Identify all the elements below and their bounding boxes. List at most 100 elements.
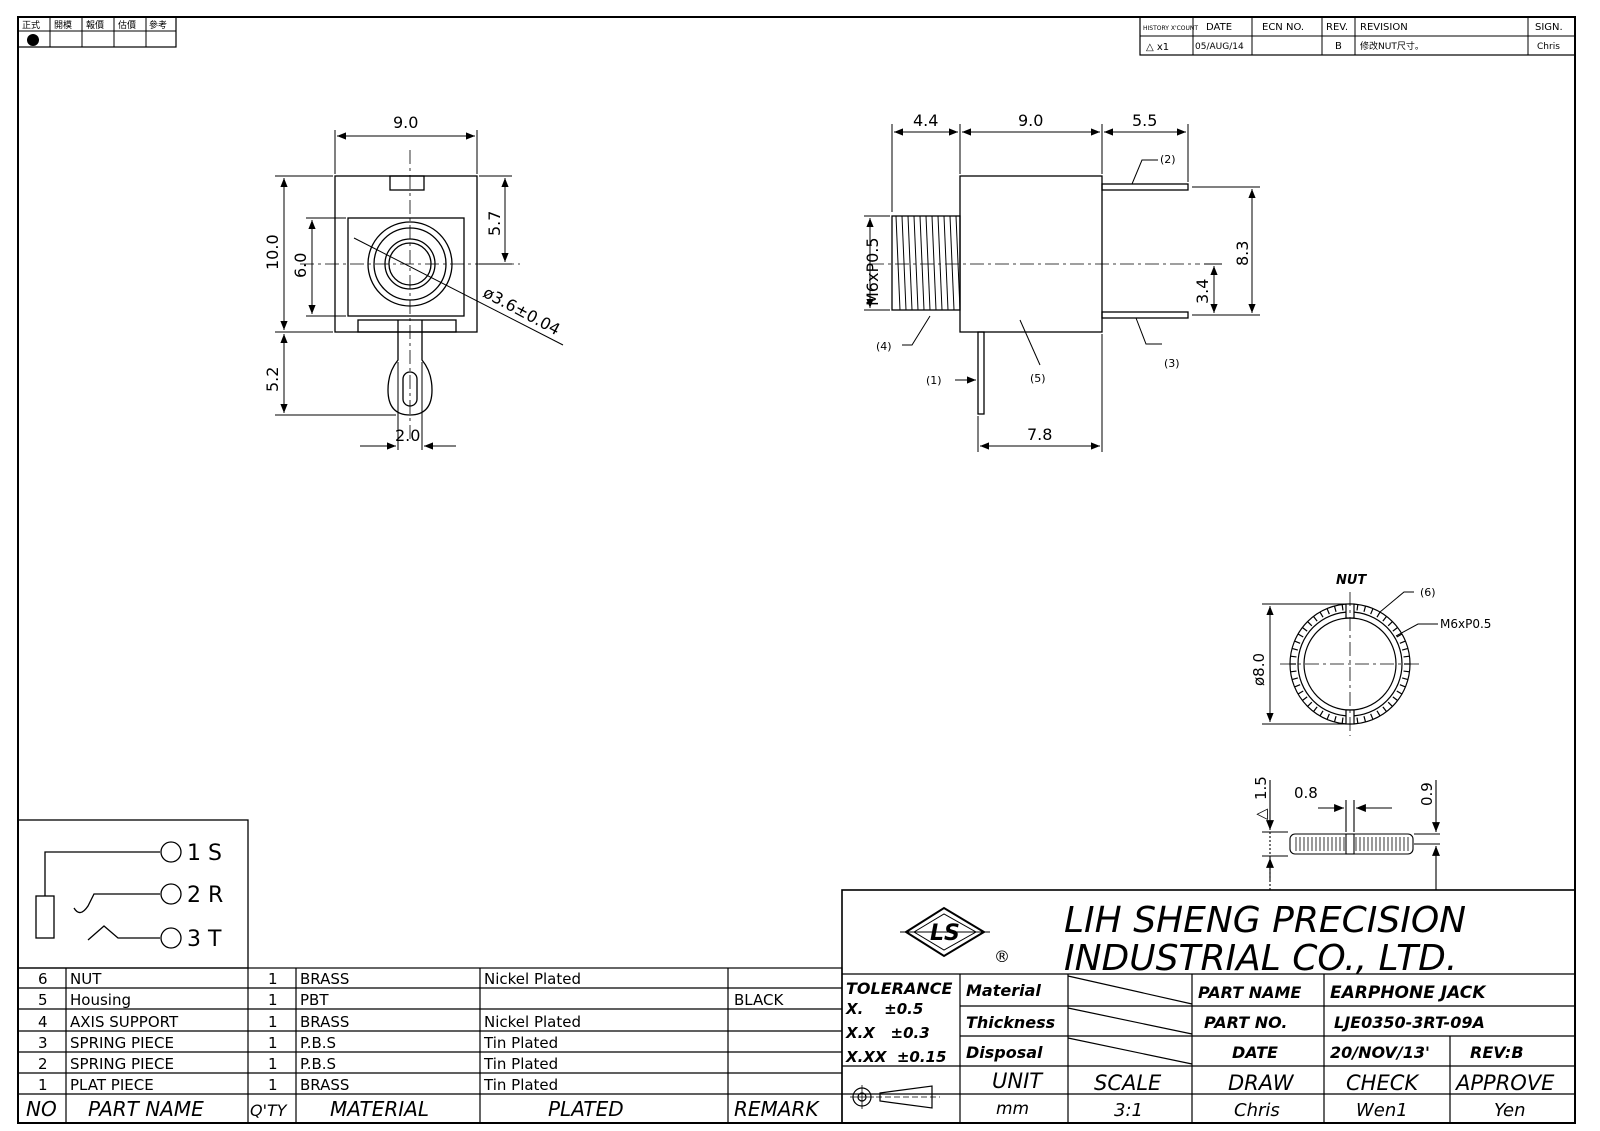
part-name-value: EARPHONE JACK [1330,983,1487,1003]
bom-cell-no: 3 [38,1034,48,1052]
draw-value: Chris [1234,1100,1280,1121]
front-width-dim: 9.0 [393,113,418,132]
bom-cell-remark: BLACK [734,991,784,1009]
thread-line [907,215,913,311]
knurl-tooth [1376,611,1381,618]
front-inner-dim: 6.0 [291,253,310,278]
thread-line [931,215,937,311]
bom-cell-qty: 1 [268,970,278,988]
pin-label-3: 3 T [187,927,222,952]
logo-text: LS [930,921,960,946]
tolerance-xx: X.X ±0.3 [845,1024,930,1042]
knurl-tooth [1382,616,1388,622]
rev-header-sign: SIGN. [1535,22,1563,33]
bom-header-name: PART NAME [88,1097,204,1121]
bom-cell-qty: 1 [268,1055,278,1073]
bom-cell-material: PBT [300,991,329,1009]
front-offset-dim: 5.7 [485,211,504,236]
bom-header-remark: REMARK [734,1097,820,1121]
part-no-label: PART NO. [1204,1013,1287,1032]
tolerance-label: TOLERANCE [846,979,952,998]
side-pin-span-dim: 8.3 [1233,241,1252,266]
knurl-tooth [1356,604,1359,611]
knurl-tooth [1290,670,1297,673]
callout-5: (5) [1030,372,1046,385]
rev-row-sign: Chris [1537,42,1560,52]
material-label: Material [966,981,1041,1000]
front-view [300,150,564,440]
bom-cell-name: SPRING PIECE [70,1034,174,1052]
nut-thick-dim: 1.5 [1252,776,1270,800]
thread-line [925,215,931,311]
bom-cell-plated: Tin Plated [483,1076,558,1094]
knurl-tooth [1333,605,1337,612]
side-callouts: (1) (2) (3) (4) (5) [876,153,1180,387]
rev-header-revision: REVISION [1360,22,1408,33]
front-height-dim: 10.0 [263,234,282,270]
callout-2: (2) [1160,153,1176,166]
bom-header-plated: PLATED [548,1097,624,1121]
bom-cell-material: BRASS [300,1076,349,1094]
knurl-tooth [1302,696,1308,702]
knurl-tooth [1294,684,1301,688]
knurl-tooth [1290,655,1297,658]
pin-label-2: 2 R [187,883,223,908]
nut-view [1262,591,1438,736]
knurl-tooth [1312,706,1318,712]
knurl-tooth [1341,604,1344,611]
pin-1-icon [160,841,182,863]
callout-3: (3) [1164,357,1180,370]
knurl-tooth [1403,670,1410,673]
knurl-tooth [1402,677,1409,681]
bom-cell-qty: 1 [268,1034,278,1052]
company-line-2: INDUSTRIAL CO., LTD. [1064,938,1457,979]
rev-row-revision: 修改NUT尺寸。 [1360,40,1424,52]
bom-cell-name: AXIS SUPPORT [70,1013,179,1031]
thread-line [943,215,949,311]
knurl-tooth [1382,706,1388,712]
bom-cell-name: SPRING PIECE [70,1055,174,1073]
rev-value: REV:B [1470,1043,1524,1062]
rev-row-date: 05/AUG/14 [1195,42,1244,52]
knurl-tooth [1392,626,1398,632]
knurl-tooth [1297,633,1304,638]
knurl-tooth [1307,701,1313,707]
knurl-tooth [1341,717,1344,724]
side-pin-offset-dim: 3.4 [1193,279,1212,304]
rev-header-rev: REV. [1326,22,1348,33]
bom-cell-no: 6 [38,970,48,988]
side-pin-len-dim: 5.5 [1132,111,1157,130]
front-view-dims: 9.0 10.0 6.0 5.7 ø3.6±0.04 5.2 2.0 [263,113,563,450]
unit-label: UNIT [992,1069,1044,1093]
knurl-tooth [1294,640,1301,644]
stamp-cell-5: 參考 [149,19,167,31]
rev-row-mark: △ x1 [1146,42,1169,53]
nut-callout: (6) [1420,586,1436,599]
rev-row-rev: B [1335,41,1342,52]
bom-header-no: NO [26,1097,57,1121]
stamp-header: 正式 開模 報價 估價 參考 [17,16,177,48]
unit-value: mm [996,1099,1029,1119]
knurl-tooth [1291,647,1298,651]
scale-value: 3:1 [1114,1100,1143,1121]
rev-header-ecn: ECN NO. [1262,22,1304,33]
bom-cell-plated: Nickel Plated [484,1013,581,1031]
bom-cell-name: PLAT PIECE [70,1076,154,1094]
bom-cell-material: BRASS [300,1013,349,1031]
pin-3-icon [160,927,182,949]
pin-label-1: 1 S [187,841,222,866]
knurl-tooth [1312,616,1318,622]
logo-registered: ® [994,947,1010,966]
nut-rev-mark: △ [1252,808,1270,820]
stamp-cell-4: 估價 [118,19,136,31]
side-body-len-dim: 9.0 [1018,111,1043,130]
knurl-tooth [1402,647,1409,651]
knurl-tooth [1297,690,1304,695]
thread-line [901,215,907,311]
stamp-cell-3: 報價 [86,20,104,31]
knurl-tooth [1356,717,1359,724]
bom-cell-no: 2 [38,1055,48,1073]
title-block [841,889,1576,1124]
